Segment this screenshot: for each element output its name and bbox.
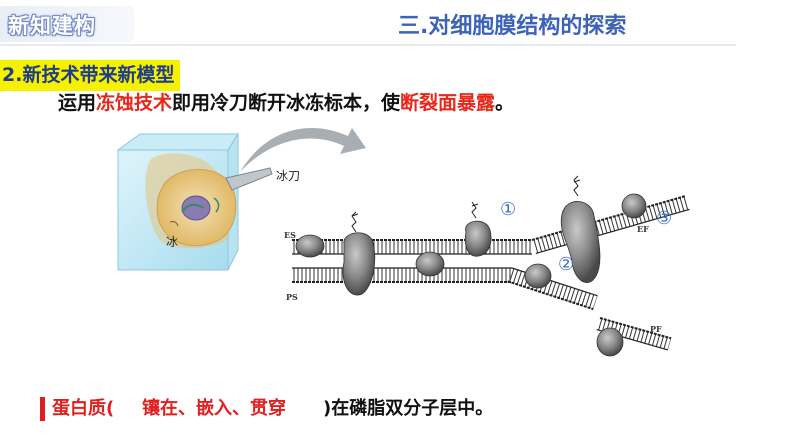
- footer-accent-bar: [40, 397, 45, 421]
- marker-2: ②: [558, 254, 574, 275]
- nucleus: [181, 195, 211, 221]
- desc-middle: 即用冷刀断开冰冻标本，使: [172, 92, 401, 114]
- exposed-protein: [524, 263, 552, 289]
- desc-suffix: 。: [495, 92, 515, 114]
- membrane-proteins: [295, 193, 647, 357]
- ef-protein: [621, 193, 647, 219]
- glycan-chains: [351, 175, 581, 233]
- section-badge: 新知建构: [0, 6, 134, 42]
- transmembrane-protein: [342, 232, 376, 296]
- desc-prefix: 运用: [58, 92, 97, 114]
- ps-label: PS: [286, 292, 298, 302]
- pf-protein: [596, 327, 624, 357]
- marker-3: ③: [656, 208, 672, 229]
- es-label: ES: [284, 230, 296, 240]
- ice-label: 冰: [166, 235, 178, 249]
- section-badge-label: 新知建构: [8, 14, 96, 38]
- marker-1: ①: [500, 199, 516, 220]
- peripheral-protein: [295, 234, 325, 258]
- conclusion-closing: )在磷脂双分子层中。: [323, 398, 494, 419]
- desc-highlight-technique: 冻蚀技术: [96, 92, 173, 114]
- conclusion-label: 蛋白质(: [52, 398, 115, 419]
- glycoprotein: [464, 220, 492, 257]
- desc-highlight-surface: 断裂面暴露: [400, 92, 496, 114]
- large-transmembrane-protein: [560, 201, 601, 283]
- knife-label: 冰刀: [276, 169, 300, 183]
- ice-block: [116, 132, 239, 271]
- cold-knife: [225, 167, 273, 191]
- conclusion-answer: 镶在、嵌入、贯穿: [142, 398, 286, 419]
- page-title: 三.对细胞膜结构的探索: [398, 14, 627, 39]
- title-divider: [0, 44, 736, 46]
- ef-label: EF: [637, 224, 649, 234]
- section-subtitle: 2.新技术带来新模型: [0, 60, 181, 91]
- process-arrow: [240, 127, 366, 172]
- description-text: 运用冻蚀技术即用冷刀断开冰冻标本，使断裂面暴露。: [58, 88, 514, 115]
- embedded-protein: [415, 251, 445, 277]
- pf-label: PF: [650, 324, 662, 334]
